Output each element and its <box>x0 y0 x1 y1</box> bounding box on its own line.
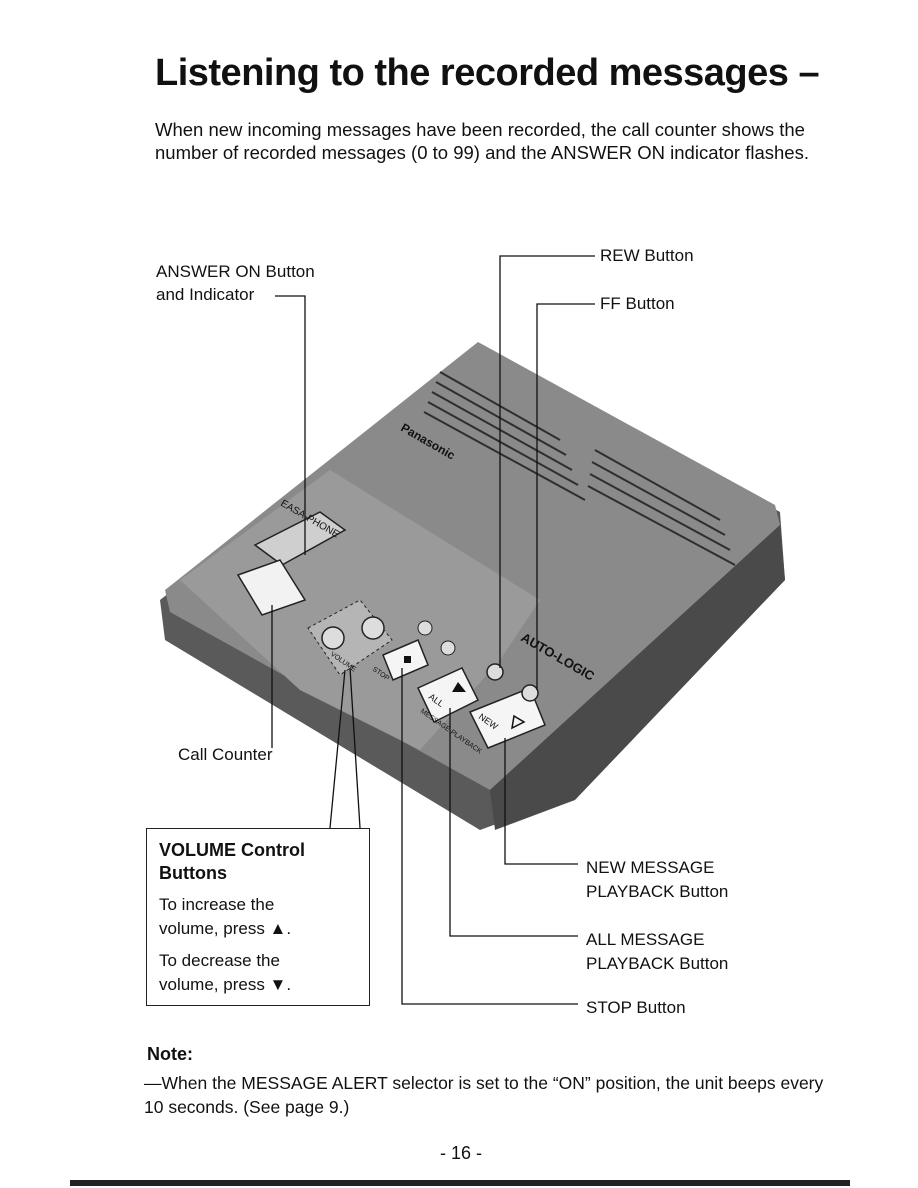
note-text: —When the MESSAGE ALERT selector is set … <box>144 1073 824 1117</box>
call-counter-label: Call Counter <box>178 745 273 764</box>
device-side-face <box>490 525 785 830</box>
cassette-window <box>253 511 347 566</box>
call-counter-window <box>236 559 307 616</box>
answer-on-leader <box>275 295 306 555</box>
rec-button[interactable] <box>417 620 433 636</box>
ff-button[interactable] <box>521 684 539 702</box>
bottom-rule <box>70 1180 850 1186</box>
new-message-label-2: PLAYBACK Button <box>586 882 729 901</box>
new-message-leader <box>504 738 578 865</box>
stop-leader <box>401 668 578 1005</box>
page-title: Listening to the recorded messages – <box>155 52 820 94</box>
volume-down-button[interactable] <box>361 616 385 640</box>
volume-box-title-1: VOLUME Control <box>159 840 305 860</box>
volume-increase-text: To increase the volume, press ▲. <box>159 893 359 941</box>
stop-icon <box>404 656 411 663</box>
new-play-icon <box>511 714 526 730</box>
all-message-label-1: ALL MESSAGE <box>586 930 705 949</box>
callout-leaders <box>271 255 595 1005</box>
volume-decrease-line-2: volume, press ▼. <box>159 975 292 994</box>
memo-button[interactable] <box>440 640 456 656</box>
volume-leader-2 <box>349 667 361 829</box>
intro-paragraph: When new incoming messages have been rec… <box>155 119 809 163</box>
all-message-label-2: PLAYBACK Button <box>586 954 729 973</box>
new-message-label-1: NEW MESSAGE <box>586 858 715 877</box>
rew-button[interactable] <box>486 663 504 681</box>
all-message-button[interactable] <box>416 667 480 724</box>
ff-leader <box>536 303 595 690</box>
volume-increase-line-1: To increase the <box>159 895 275 914</box>
volume-box-title-2: Buttons <box>159 863 227 883</box>
rew-label: REW Button <box>600 246 694 265</box>
volume-decrease-line-1: To decrease the <box>159 951 280 970</box>
page-number: - 16 - <box>440 1143 483 1163</box>
stop-label-callout: STOP Button <box>586 998 686 1017</box>
all-message-leader <box>449 708 578 937</box>
answer-on-label-2: and Indicator <box>156 285 255 304</box>
note-heading: Note: <box>147 1044 193 1064</box>
volume-control-box: VOLUME Control Buttons To increase the v… <box>146 828 370 1006</box>
ff-label: FF Button <box>600 294 675 313</box>
answer-on-label-1: ANSWER ON Button <box>156 262 315 281</box>
new-message-button[interactable] <box>468 687 546 749</box>
volume-increase-line-2: volume, press ▲. <box>159 919 292 938</box>
rew-leader <box>499 255 595 668</box>
all-play-icon <box>452 682 466 692</box>
volume-up-button[interactable] <box>321 626 345 650</box>
volume-decrease-text: To decrease the volume, press ▼. <box>159 949 359 997</box>
volume-leader-1 <box>329 669 346 829</box>
